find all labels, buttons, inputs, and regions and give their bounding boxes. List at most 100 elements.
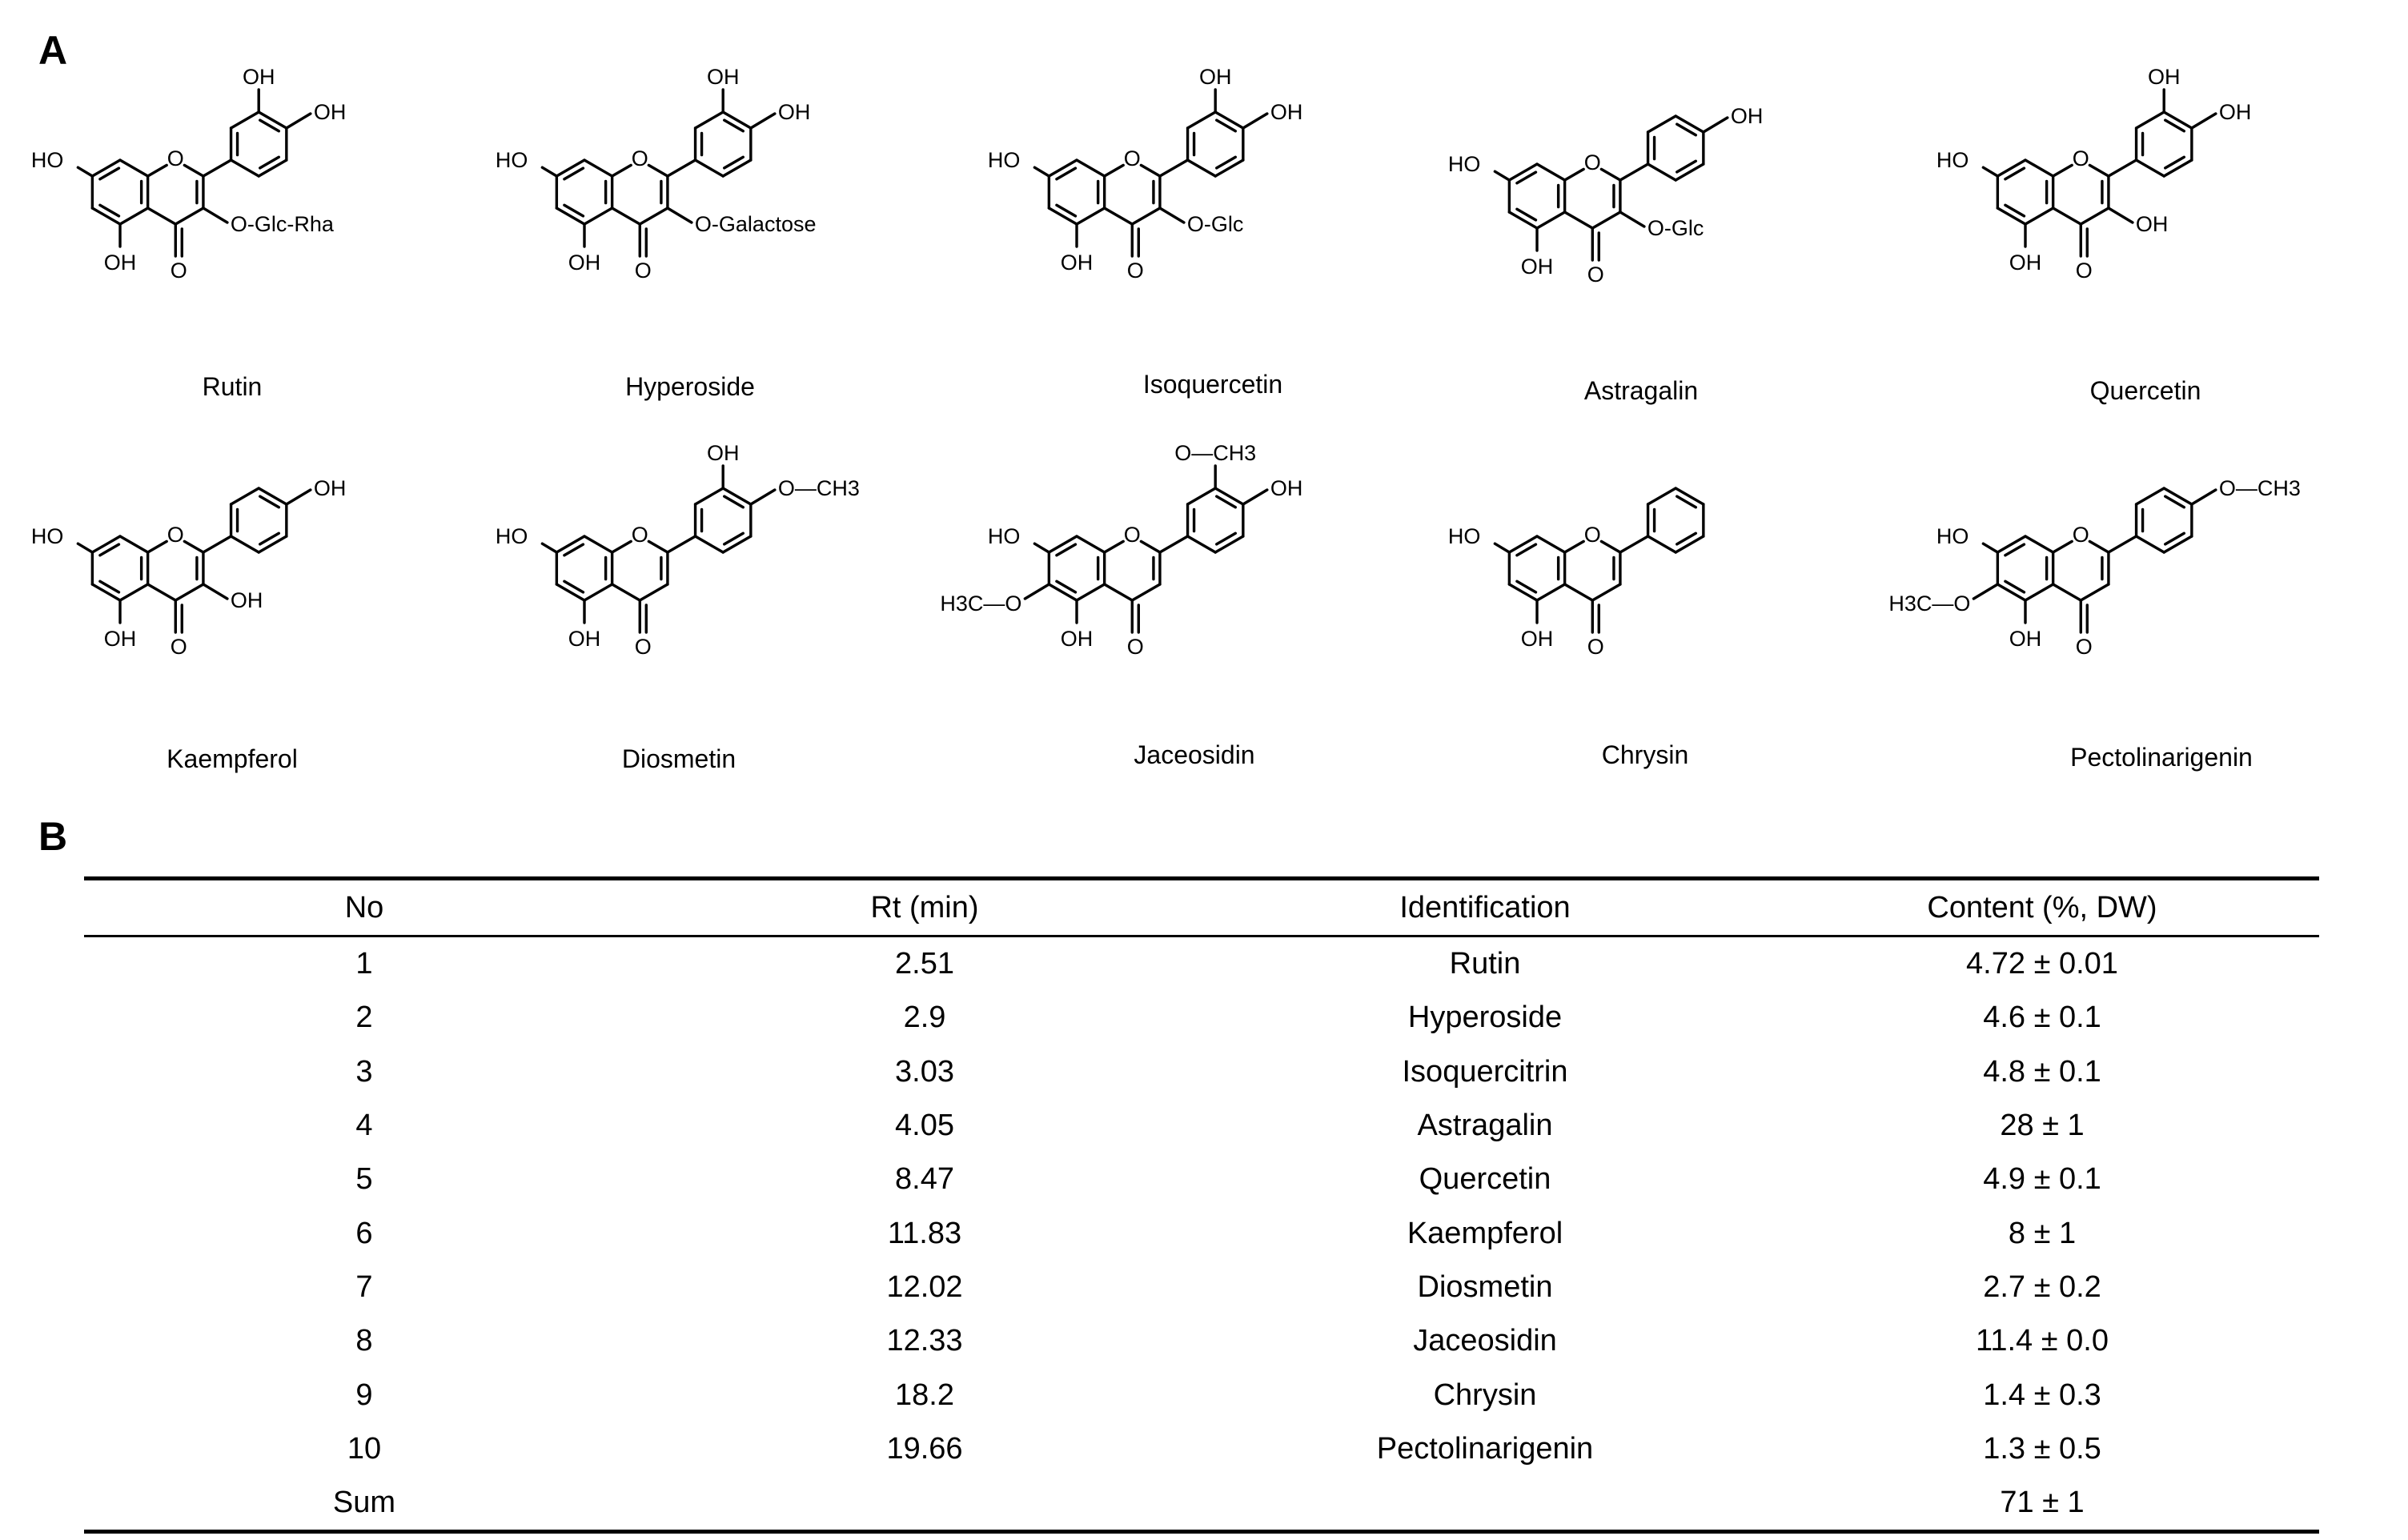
bond-line: [2134, 158, 2165, 178]
double-bond-line: [2164, 155, 2186, 170]
bond-line: [1214, 158, 1245, 178]
compound-name: Isoquercetin: [1142, 370, 1283, 399]
double-bond-line: [2164, 495, 2186, 509]
double-bond-line: [2004, 543, 2026, 557]
bond-line: [1981, 166, 2000, 178]
compound-name: Hyperoside: [625, 372, 755, 401]
bond-line: [666, 158, 697, 178]
bond-line: [2051, 207, 2082, 226]
bond-line: [229, 110, 260, 130]
cell-rt: 12.02: [886, 1269, 963, 1304]
bond-line: [2088, 539, 2110, 554]
double-bond-line: [98, 203, 121, 218]
substituent-7-label: HO: [988, 524, 1021, 548]
bond-line: [1996, 535, 2027, 554]
bond-line: [721, 487, 752, 506]
cell-identification: Quercetin: [1419, 1162, 1551, 1197]
cell-rt: 19.66: [886, 1431, 963, 1466]
header-content: Content (%, DW): [1765, 878, 2319, 937]
substituent-3-label: OH: [231, 588, 263, 612]
cell-rt: 11.83: [887, 1216, 962, 1250]
compound-name: Quercetin: [2089, 376, 2201, 405]
double-bond-line: [723, 495, 745, 509]
substituent-7-label: HO: [496, 524, 528, 548]
bond-line: [610, 207, 641, 226]
bond-line: [2024, 158, 2055, 178]
cell-no: 6: [355, 1216, 373, 1250]
cell-no: 7: [355, 1269, 373, 1304]
substituent-5-label: OH: [1521, 627, 1554, 651]
cell-content: 2.7 ± 0.2: [1983, 1269, 2101, 1304]
cell-no: 10: [347, 1431, 382, 1466]
bond-line: [146, 583, 177, 602]
bond-line: [1535, 211, 1567, 230]
substituent-5-label: OH: [568, 627, 601, 651]
bond-line: [2088, 163, 2110, 178]
ring-oxygen-label: O: [2073, 146, 2089, 170]
bond-line: [1493, 542, 1511, 554]
cell-identification: Diosmetin: [1417, 1269, 1553, 1304]
substituent-6-label: H3C—O: [940, 592, 1021, 616]
bond-line: [1535, 535, 1567, 554]
bond-line: [257, 535, 288, 554]
bond-line: [2051, 583, 2082, 602]
bond-line: [2190, 488, 2217, 506]
compound-name: Diosmetin: [621, 744, 736, 773]
substituent-7-label: HO: [1936, 148, 1969, 172]
bond-line: [1139, 163, 1162, 178]
cell-content: 1.3 ± 0.5: [1983, 1431, 2101, 1466]
bond-line: [2162, 487, 2193, 506]
bond-line: [721, 158, 752, 178]
ring-oxygen-label: O: [1584, 523, 1601, 547]
bond-line: [2190, 112, 2217, 130]
bond-line: [1186, 487, 1217, 506]
bond-line: [2107, 207, 2134, 224]
compound-name: Rutin: [202, 372, 263, 401]
ring-oxygen-label: O: [632, 146, 648, 170]
substituent-3-label: O-Glc: [1647, 216, 1704, 240]
bond-line: [2079, 207, 2110, 226]
bond-line: [1242, 112, 1269, 130]
bond-line: [2024, 583, 2055, 602]
bond-line: [76, 166, 94, 178]
cell-rt: 2.9: [903, 1001, 946, 1035]
double-bond-line: [98, 166, 121, 181]
substituent-5-label: OH: [2009, 251, 2042, 275]
substituent-5-label: OH: [1061, 251, 1094, 275]
double-bond-line: [1676, 531, 1698, 546]
bond-line: [610, 539, 632, 554]
compound-name: Chrysin: [1601, 740, 1689, 769]
bond-line: [1075, 207, 1106, 226]
substituent-4prime-label: OH: [1270, 476, 1303, 500]
ring-oxygen-label: O: [167, 523, 184, 547]
double-bond-line: [723, 118, 745, 133]
cell-no: 8: [355, 1324, 373, 1358]
bond-line: [1674, 114, 1705, 134]
bond-line: [1023, 583, 1051, 600]
bond-line: [183, 163, 205, 178]
substituent-4prime-label: OH: [1270, 100, 1303, 124]
substituent-4prime-label: O—CH3: [778, 476, 860, 500]
bond-line: [118, 207, 150, 226]
double-bond-line: [2004, 580, 2026, 594]
cell-no: 5: [355, 1162, 373, 1197]
bond-line: [1158, 158, 1190, 178]
bond-line: [174, 583, 205, 602]
substituent-5-label: OH: [104, 251, 137, 275]
bond-line: [1535, 162, 1567, 182]
bond-line: [540, 166, 559, 178]
bond-line: [749, 488, 777, 506]
substituent-4prime-label: OH: [314, 476, 347, 500]
double-bond-line: [563, 543, 585, 557]
bond-line: [257, 487, 288, 506]
double-bond-line: [1215, 118, 1238, 133]
substituent-7-label: HO: [496, 148, 528, 172]
bond-line: [1214, 487, 1245, 506]
